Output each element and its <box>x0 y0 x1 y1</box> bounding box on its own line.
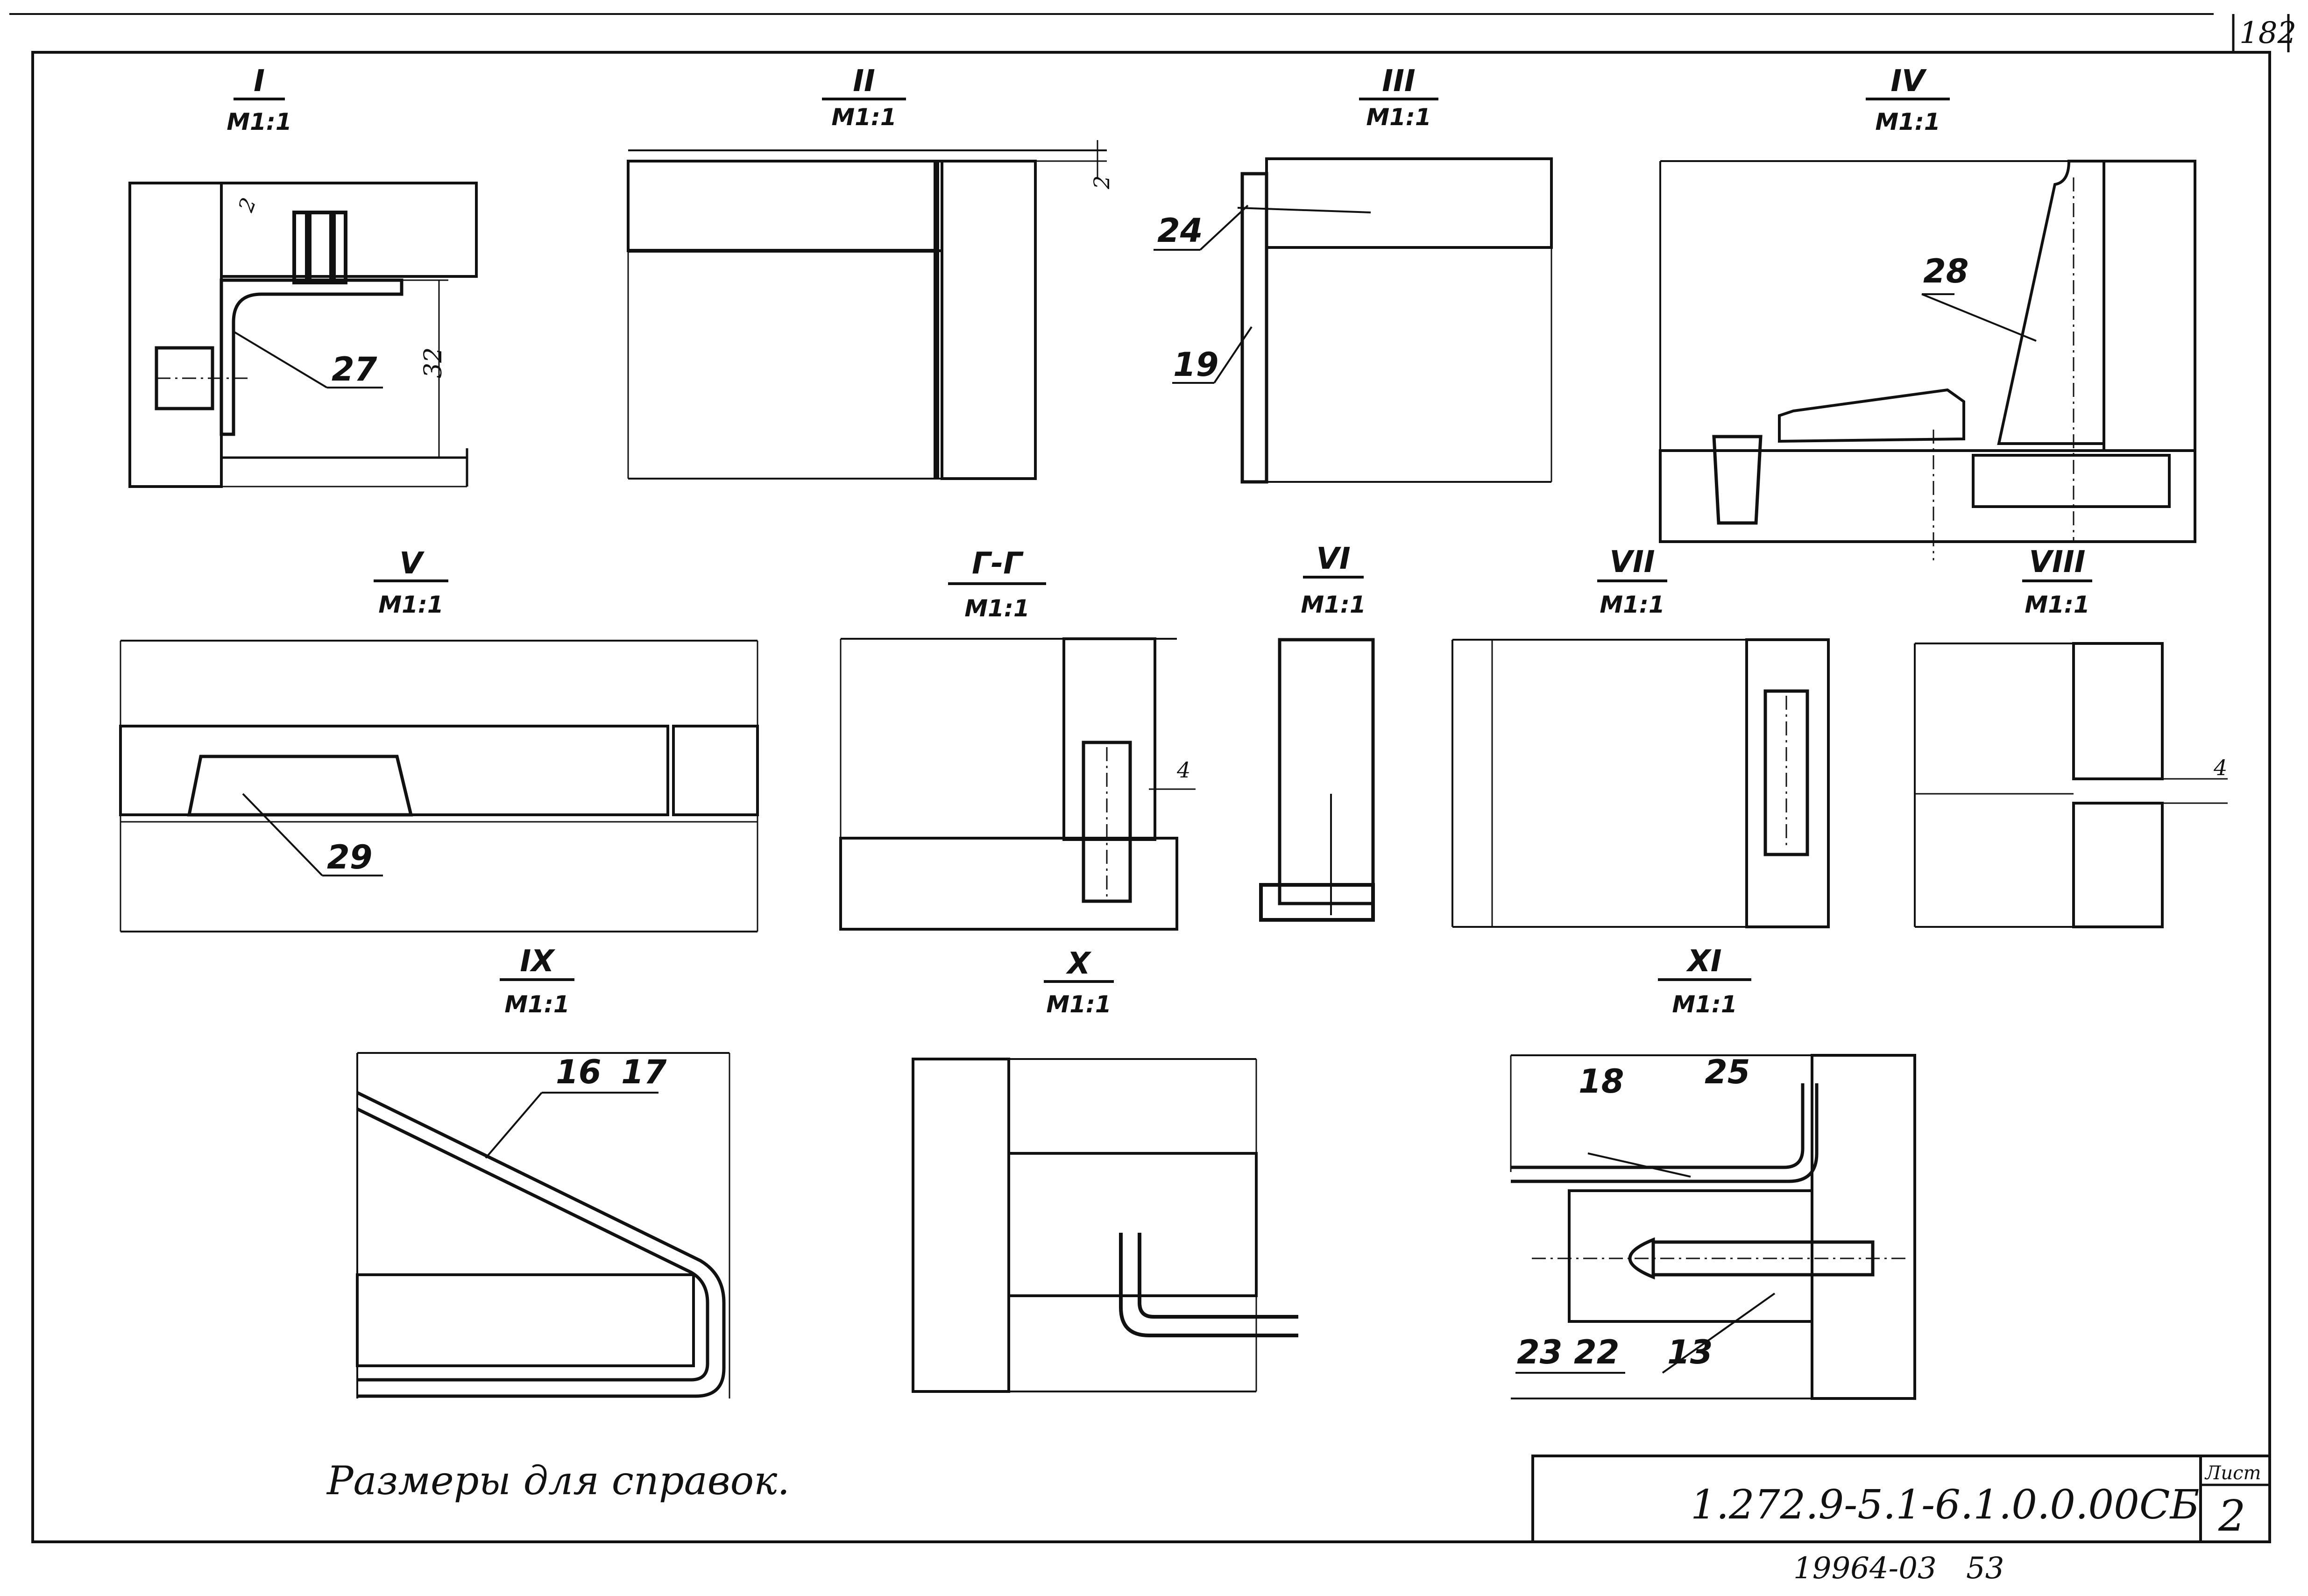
detail-X-scale: M1:1 <box>1046 991 1111 1018</box>
detail-IX-scale: M1:1 <box>504 991 569 1018</box>
detail-VIII-dim: 4 <box>2213 755 2227 780</box>
detail-II: II M1:1 2 <box>627 64 1114 480</box>
detail-GG-dim: 4 <box>1176 757 1190 783</box>
archive-page: 53 <box>1966 1551 2004 1586</box>
detail-XI-part-18: 18 <box>1579 1062 1624 1101</box>
detail-V-id: V <box>399 546 425 581</box>
detail-I-id: I <box>254 64 265 99</box>
sheet-frame <box>31 51 2271 1543</box>
detail-XI-scale: M1:1 <box>1672 991 1737 1018</box>
detail-VII-scale: M1:1 <box>1600 591 1664 618</box>
sheet-number: 2 <box>2218 1491 2246 1541</box>
detail-III: III M1:1 24 19 <box>1154 64 1553 484</box>
archive-number: 19964-03 <box>1793 1551 1937 1586</box>
sheet-label: Лист <box>2204 1462 2261 1484</box>
detail-VIII: VIII M1:1 4 <box>1914 545 2228 928</box>
detail-XI-id: XI <box>1685 944 1721 979</box>
detail-I-dim-small: 2 <box>234 195 261 216</box>
detail-VIII-scale: M1:1 <box>2025 591 2089 618</box>
reference-note: Размеры для справок. <box>326 1458 790 1504</box>
detail-X: X M1:1 <box>912 946 1298 1393</box>
detail-IV-scale: M1:1 <box>1875 108 1940 135</box>
detail-I-part-27: 27 <box>332 350 377 388</box>
detail-II-id: II <box>853 64 875 99</box>
detail-I-scale: M1:1 <box>227 108 291 135</box>
detail-XI-part-23: 23 <box>1517 1333 1562 1371</box>
detail-VI-scale: M1:1 <box>1301 591 1366 618</box>
detail-XI-part-25: 25 <box>1705 1053 1750 1091</box>
detail-VII: VII M1:1 <box>1451 545 1830 928</box>
detail-V-scale: M1:1 <box>378 591 443 618</box>
detail-IX-part-17: 17 <box>621 1053 667 1091</box>
detail-II-dim: 2 <box>1089 176 1114 190</box>
detail-IX: IX M1:1 16 17 <box>356 944 730 1398</box>
title-block <box>1531 1455 2271 1543</box>
detail-XI: XI M1:1 18 25 23 22 13 <box>1510 944 1916 1400</box>
detail-III-id: III <box>1382 64 1415 99</box>
detail-I-dim-height: 32 <box>419 347 447 378</box>
detail-IV-part-28: 28 <box>1923 252 1968 290</box>
detail-VI-id: VI <box>1316 542 1350 576</box>
page-number: 182 <box>2239 16 2296 50</box>
detail-I: I M1:1 32 2 27 <box>128 64 478 488</box>
detail-XI-part-13: 13 <box>1667 1333 1713 1371</box>
detail-II-scale: M1:1 <box>831 104 896 131</box>
detail-VIII-id: VIII <box>2029 545 2086 579</box>
detail-IV-id: IV <box>1890 64 1927 99</box>
detail-III-part-24: 24 <box>1157 212 1203 250</box>
detail-XI-part-22: 22 <box>1574 1333 1619 1371</box>
detail-IX-part-16: 16 <box>556 1053 601 1091</box>
detail-VII-id: VII <box>1609 545 1655 579</box>
detail-IV: IV M1:1 28 <box>1659 64 2196 560</box>
detail-IX-id: IX <box>520 944 555 979</box>
detail-III-part-19: 19 <box>1173 346 1218 384</box>
detail-X-id: X <box>1065 946 1091 981</box>
detail-III-scale: M1:1 <box>1366 104 1431 131</box>
detail-GG-scale: M1:1 <box>964 595 1029 622</box>
detail-G-G: Г-Г M1:1 4 <box>839 546 1196 931</box>
detail-V-part-29: 29 <box>327 838 372 876</box>
document-code: 1.272.9-5.1-6.1.0.0.00СБ <box>1691 1482 2200 1528</box>
detail-GG-id: Г-Г <box>972 546 1024 581</box>
detail-V: V M1:1 29 <box>119 546 759 932</box>
detail-VI: VI M1:1 <box>1259 542 1375 922</box>
